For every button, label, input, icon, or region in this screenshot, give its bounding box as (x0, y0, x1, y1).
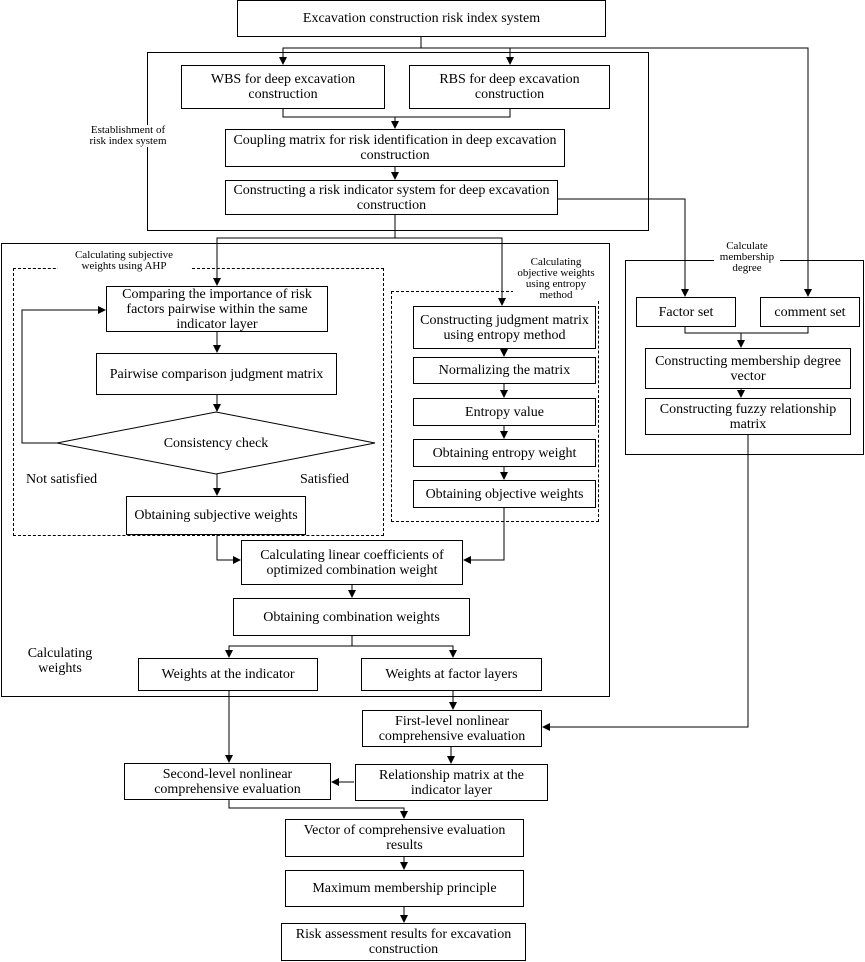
membership-vector-node: Constructing membership degree vector (645, 348, 851, 389)
entropy-value-node: Entropy value (413, 398, 596, 426)
objective-entropy-label: Calculating objective weights using entr… (513, 257, 599, 301)
weights-factor-node: Weights at factor layers (361, 658, 542, 691)
normalizing-node: Normalizing the matrix (413, 357, 596, 384)
first-level-node: First-level nonlinear comprehensive eval… (362, 710, 542, 747)
coupling-matrix-node: Coupling matrix for risk identification … (225, 129, 565, 167)
frame-calculating-weights (1, 243, 610, 697)
risk-index-system-node: Excavation construction risk index syste… (237, 0, 606, 37)
weights-indicator-node: Weights at the indicator (138, 658, 318, 691)
judgment-matrix-entropy-node: Constructing judgment matrix using entro… (413, 306, 596, 349)
establishment-label: Establishment of risk index system (80, 125, 176, 147)
rbs-node: RBS for deep excavation construction (409, 65, 610, 109)
factor-set-node: Factor set (636, 297, 736, 327)
linear-coefficients-node: Calculating linear coefficients of optim… (241, 540, 463, 585)
subjective-ahp-label: Calculating subjective weights using AHP (58, 250, 190, 272)
combination-weights-node: Obtaining combination weights (233, 598, 470, 636)
consistency-check-label: Consistency check (163, 436, 269, 451)
pairwise-matrix-node: Pairwise comparison judgment matrix (96, 353, 337, 395)
entropy-weight-node: Obtaining entropy weight (413, 439, 596, 467)
fuzzy-matrix-node: Constructing fuzzy relationship matrix (645, 398, 851, 435)
max-membership-node: Maximum membership principle (285, 870, 524, 907)
membership-degree-label: Calculate membership degree (714, 241, 780, 274)
final-results-node: Risk assessment results for excavation c… (281, 923, 526, 961)
relationship-matrix-node: Relationship matrix at the indicator lay… (355, 764, 548, 801)
frame-objective-entropy (391, 291, 599, 522)
objective-weights-node: Obtaining objective weights (413, 480, 596, 508)
comparing-importance-node: Comparing the importance of risk factors… (106, 286, 328, 332)
consistency-diamond (56, 411, 376, 475)
not-satisfied-label: Not satisfied (26, 472, 98, 487)
comment-set-node: comment set (760, 297, 860, 327)
second-level-node: Second-level nonlinear comprehensive eva… (124, 763, 331, 800)
satisfied-label: Satisfied (300, 472, 349, 487)
constructing-indicator-system-node: Constructing a risk indicator system for… (225, 180, 558, 215)
calculating-weights-label: Calculating weights (27, 646, 93, 676)
subjective-weights-node: Obtaining subjective weights (126, 496, 306, 535)
evaluation-vector-node: Vector of comprehensive evaluation resul… (285, 819, 524, 857)
wbs-node: WBS for deep excavation construction (181, 65, 385, 109)
frame-subjective-ahp (13, 268, 384, 536)
